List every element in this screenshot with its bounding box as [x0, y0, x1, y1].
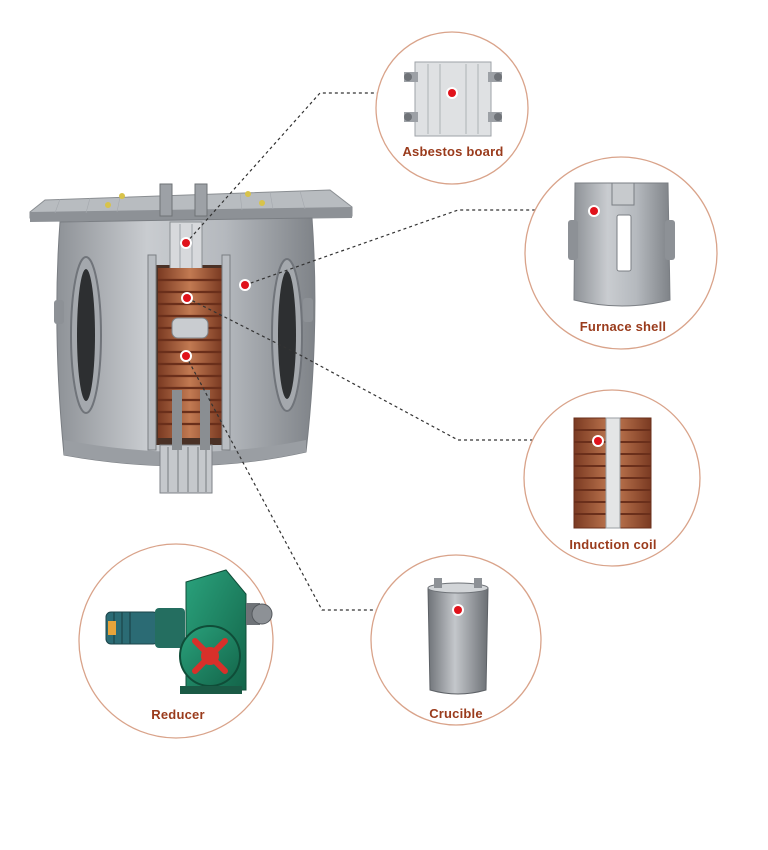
furnace-shell-icon [568, 182, 675, 307]
leader-coil [186, 297, 598, 441]
crucible-icon [427, 578, 489, 695]
label-furnace-shell: Furnace shell [579, 319, 667, 334]
label-induction-coil: Induction coil [569, 537, 657, 552]
label-asbestos-board: Asbestos board [402, 144, 504, 159]
furnace-illustration [29, 183, 353, 494]
label-reducer: Reducer [151, 707, 205, 722]
asbestos-board-icon [404, 61, 502, 137]
label-crucible: Crucible [429, 706, 483, 721]
reducer-icon [105, 569, 273, 694]
leader-crucible [185, 355, 456, 611]
furnace-markers [180, 237, 251, 362]
induction-coil-icon [573, 417, 652, 529]
